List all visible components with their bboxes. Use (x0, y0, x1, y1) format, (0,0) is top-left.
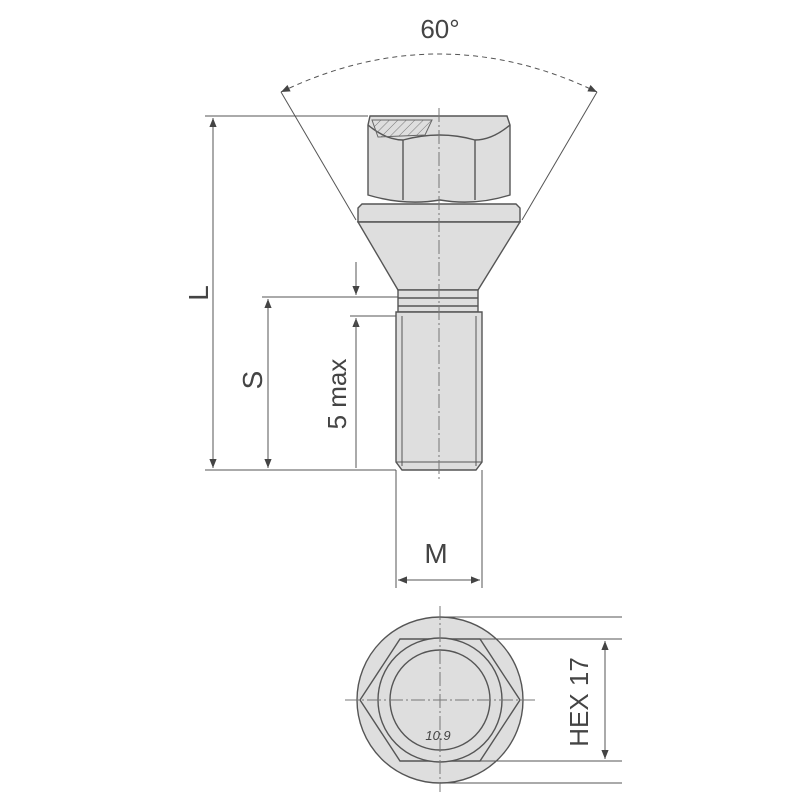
bolt-top-view (356, 616, 524, 784)
thread-dimension (395, 470, 483, 588)
undercut-label: 5 max (322, 359, 352, 430)
hex-label: HEX 17 (564, 657, 594, 747)
grade-marking: 10.9 (425, 728, 450, 743)
length-dimension (205, 115, 396, 471)
shank-label: S (237, 371, 268, 390)
hex-dimension (440, 616, 622, 784)
undercut-dimension (350, 262, 396, 468)
shank-dimension (262, 296, 398, 468)
angle-dimension (280, 53, 598, 221)
angle-label: 60° (420, 14, 459, 44)
thread-label: M (424, 538, 447, 569)
undercut-neck (397, 289, 479, 313)
length-label: L (183, 285, 214, 301)
hatched-recess (371, 119, 433, 138)
